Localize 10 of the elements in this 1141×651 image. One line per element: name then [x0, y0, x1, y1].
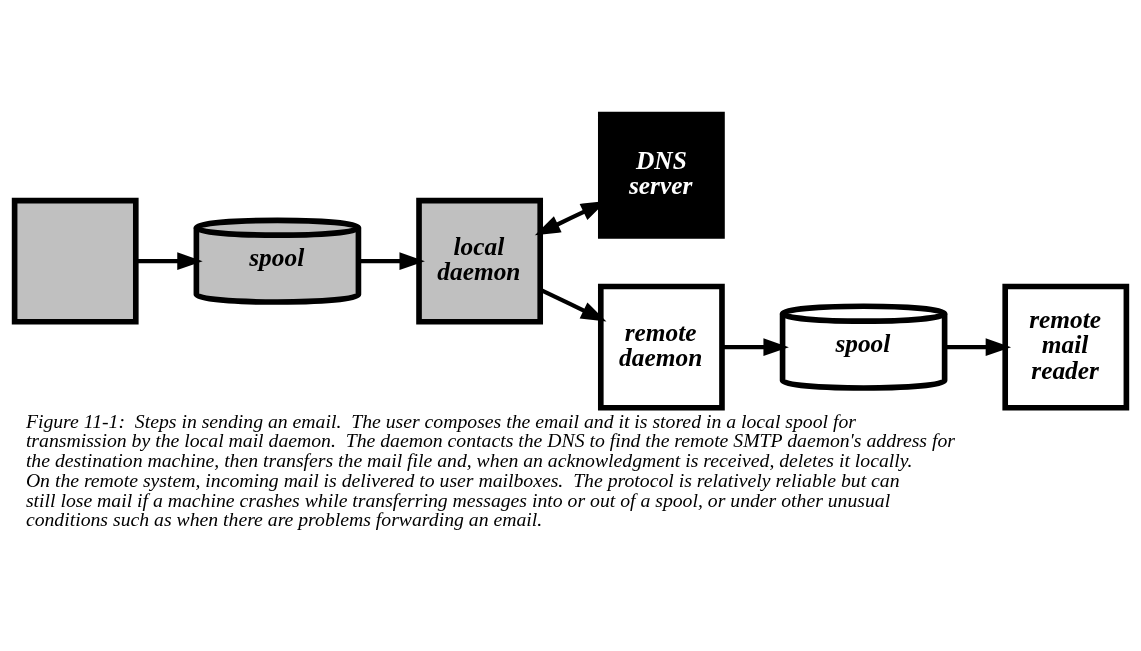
node-box: remote mail reader: [1002, 283, 1130, 411]
node-box: local daemon: [416, 197, 544, 325]
arrow: [722, 337, 789, 356]
caption: Figure 11-1: Steps in sending an email. The user composes the email and it is stored in a local spool for transmission by the local mail daemon. The daemon contacts the DNS to find the remote SMTP daemon's address for the destination machine, then transfers the mail file and, when an acknowledgment is received, deletes it locally. On the remote system, incoming mail is delivered to user mailboxes. The protocol is relatively reliable but can still lose mail if a machine crashes while transferring messages into or out of a spool, or under other unusual conditions such as when there are problems forwarding an email.: [25, 409, 955, 530]
arrow: [135, 251, 203, 270]
arrow: [944, 337, 1012, 356]
node-box: DNS server: [597, 111, 725, 239]
node-box: remote daemon: [597, 283, 725, 411]
node-box: [11, 197, 139, 325]
arrow: [358, 251, 425, 270]
